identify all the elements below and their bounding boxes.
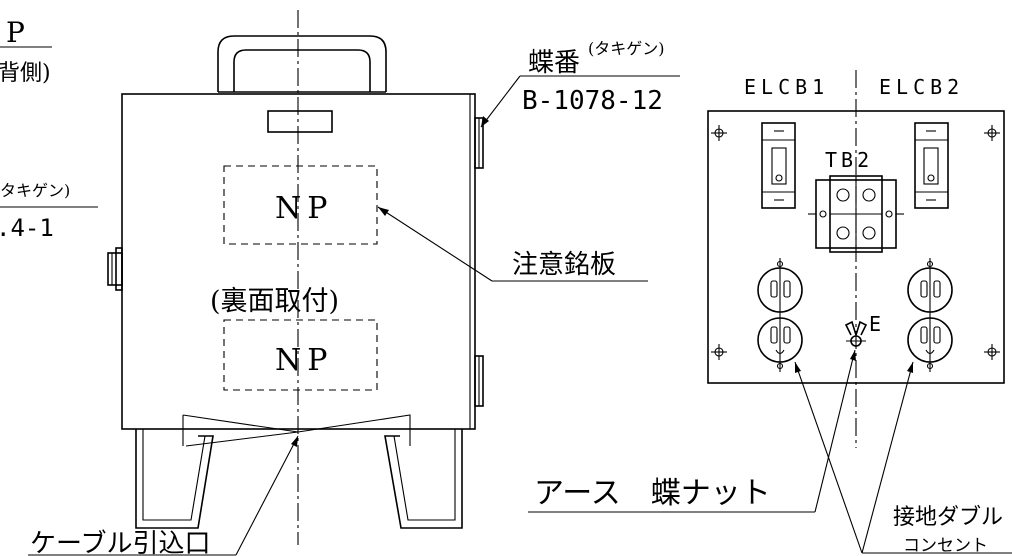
np-header-side-label: 背側): [0, 61, 51, 86]
cable-entry-arrow: [291, 436, 298, 447]
earth-nut-arrow: [850, 350, 856, 361]
hinge-title-label: 蝶番: [528, 48, 580, 78]
outlet-leader-2: [861, 361, 914, 554]
outlet-right: [907, 258, 953, 372]
np-plate-1: [223, 165, 378, 245]
tb2-label: TB2: [825, 148, 873, 172]
earth-nut-leader: [814, 349, 856, 513]
leg-left-inner: [142, 429, 206, 521]
latch-base: [115, 247, 123, 291]
np-header-label: P: [6, 16, 25, 49]
mount-hole-bl: [711, 344, 727, 360]
outlet-label-line1: 接地ダブル: [893, 505, 1003, 530]
handle-outer: [217, 35, 387, 92]
np-plate-1-label: NP: [275, 191, 333, 226]
left-maker-label: タキゲン): [0, 181, 70, 200]
elcb2-breaker: [914, 122, 949, 209]
outlet-left: [757, 258, 803, 372]
latch-left: [107, 252, 123, 286]
outlet-leader-2-arrow: [907, 362, 913, 373]
mount-hole-tl: [711, 125, 727, 141]
mount-hole-tr: [984, 125, 1000, 141]
tb2-terminal-block: [808, 175, 904, 253]
np-plate-2-label: NP: [275, 343, 333, 378]
outlet-label-line2: コンセント: [903, 536, 988, 556]
top-window: [267, 110, 333, 133]
leg-right-inner: [393, 429, 456, 521]
hinge-code-label: B-1078-12: [522, 86, 663, 116]
mounting-panel-view: ELCB1 ELCB2: [707, 70, 1005, 448]
earth-mark-label: E: [869, 312, 881, 336]
enclosure-front-view: NP (裏面取付) NP: [107, 10, 484, 545]
cable-entry-cut: [182, 414, 411, 447]
leg-right: [384, 429, 463, 529]
leg-left: [135, 429, 214, 529]
mounting-plate: [707, 110, 1005, 384]
elcb2-label: ELCB2: [879, 75, 964, 99]
hinge-leader-arrow: [481, 116, 489, 127]
handle-inner: [233, 49, 371, 92]
cable-entry-leader: [235, 435, 299, 556]
caution-plate-arrow: [378, 207, 389, 216]
outlet-leader-1-arrow: [795, 362, 801, 373]
elcb1-label: ELCB1: [744, 75, 829, 99]
caution-plate-leader: [377, 206, 493, 282]
outlet-leader-1: [794, 361, 863, 554]
enclosure-body: [121, 93, 476, 430]
caution-plate-label: 注意銘板: [512, 250, 616, 280]
hinge-maker-label: (タキゲン): [588, 39, 665, 58]
earth-nut-label: アース 蝶ナット: [534, 476, 771, 511]
mount-hole-br: [984, 344, 1000, 360]
back-mount-label: (裏面取付): [210, 286, 339, 317]
hinge-leader: [480, 75, 521, 128]
earth-wing-nut: [844, 320, 868, 347]
left-code-label: .4-1: [0, 214, 54, 242]
elcb1-breaker: [761, 122, 796, 209]
cable-entry-label: ケーブル引込口: [30, 529, 210, 556]
np-plate-2: [223, 319, 378, 391]
